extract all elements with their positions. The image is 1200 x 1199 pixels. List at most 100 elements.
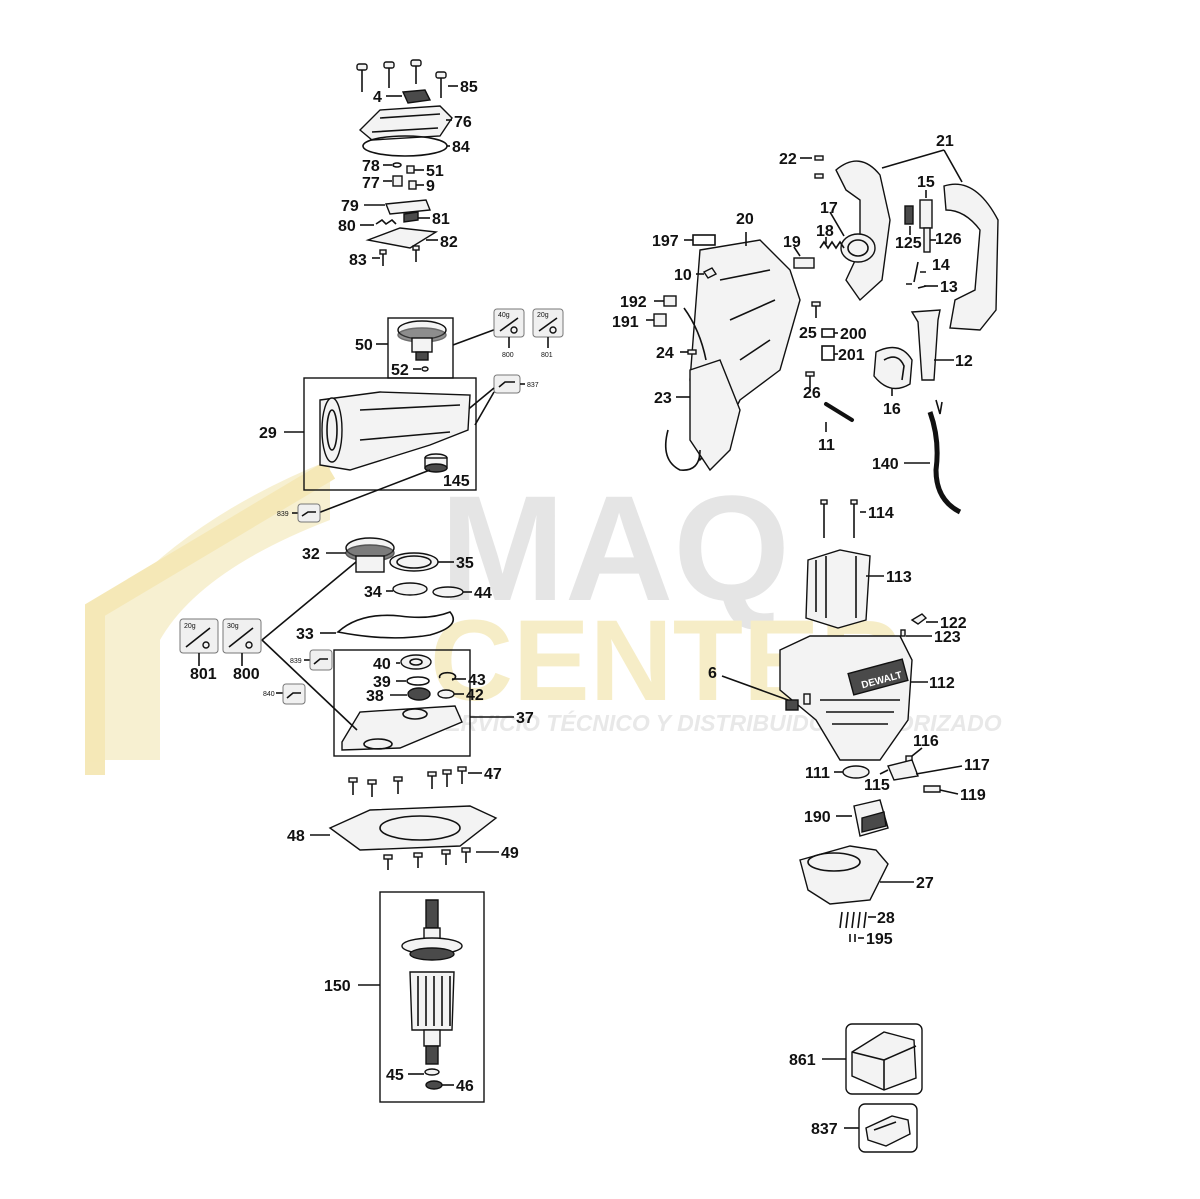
callout-29: 29 bbox=[259, 425, 277, 442]
callout-11: 11 bbox=[818, 437, 835, 454]
callout-85: 85 bbox=[460, 79, 478, 96]
callout-76: 76 bbox=[454, 114, 472, 131]
grease-kit-800-left: 30g 800 bbox=[222, 618, 262, 683]
brand-plate bbox=[847, 658, 909, 696]
callout-19: 19 bbox=[783, 234, 801, 251]
callout-192: 192 bbox=[620, 294, 647, 311]
armature-150: 150 45 46 bbox=[324, 891, 485, 1103]
callout-197: 197 bbox=[652, 233, 679, 250]
screw-28-group bbox=[839, 911, 867, 929]
callout-24: 24 bbox=[656, 345, 674, 362]
part-27-end-cap bbox=[799, 845, 889, 905]
callout-44: 44 bbox=[474, 585, 492, 602]
kit-weight-label: 20g bbox=[537, 312, 549, 319]
callout-191: 191 bbox=[612, 314, 639, 331]
callout-77: 77 bbox=[362, 175, 380, 192]
kit-code-label: 837 bbox=[527, 382, 539, 389]
kit-839-left: 839 bbox=[290, 649, 333, 671]
callout-78: 78 bbox=[362, 158, 380, 175]
callout-28: 28 bbox=[877, 910, 895, 927]
grease-kit-801-left: 20g 801 bbox=[179, 618, 219, 683]
callout-39: 39 bbox=[373, 674, 391, 691]
part-112-motor-housing bbox=[779, 635, 913, 761]
callout-48: 48 bbox=[287, 828, 305, 845]
callout-45: 45 bbox=[386, 1067, 404, 1084]
callout-4: 4 bbox=[373, 89, 382, 106]
callout-123: 123 bbox=[934, 629, 961, 646]
grease-kit-801-top: 20g 801 bbox=[532, 308, 564, 359]
screw-85-group bbox=[356, 59, 447, 98]
callout-34: 34 bbox=[364, 584, 382, 601]
kit-code-label: 800 bbox=[233, 666, 260, 683]
callout-122: 122 bbox=[940, 615, 967, 632]
callout-79: 79 bbox=[341, 198, 359, 215]
screw-49-group bbox=[383, 847, 471, 870]
kit-840-left: 840 bbox=[263, 683, 306, 705]
callout-200: 200 bbox=[840, 326, 867, 343]
callout-13: 13 bbox=[940, 279, 958, 296]
callout-10: 10 bbox=[674, 267, 692, 284]
callout-49: 49 bbox=[501, 845, 519, 862]
kit-code-label: 800 bbox=[502, 352, 514, 359]
part-84-seal bbox=[362, 135, 448, 157]
callout-47: 47 bbox=[484, 766, 502, 783]
callout-117: 117 bbox=[964, 757, 990, 774]
callout-43: 43 bbox=[468, 672, 486, 689]
watermark-line1: MAQ bbox=[440, 464, 790, 632]
part-113-stator bbox=[805, 549, 871, 629]
callout-9: 9 bbox=[426, 178, 435, 195]
callout-46: 46 bbox=[456, 1078, 474, 1095]
part-4 bbox=[401, 89, 432, 104]
callout-52: 52 bbox=[391, 362, 409, 379]
part-79 bbox=[385, 199, 431, 215]
top-cover-assembly: 85 4 76 84 78 51 77 9 79 81 80 82 bbox=[338, 59, 478, 269]
callout-837: 837 bbox=[811, 1121, 838, 1138]
callout-190: 190 bbox=[804, 809, 831, 826]
callout-119: 119 bbox=[960, 787, 986, 804]
screw-47-group bbox=[348, 766, 467, 797]
callout-861: 861 bbox=[789, 1052, 816, 1069]
callout-6: 6 bbox=[708, 665, 717, 682]
kit-837-top: 837 bbox=[464, 374, 539, 426]
callout-112: 112 bbox=[929, 675, 955, 692]
gear-50-assembly: 50 52 bbox=[355, 317, 508, 379]
callout-35: 35 bbox=[456, 555, 474, 572]
part-21-handle-half bbox=[835, 160, 891, 302]
callout-83: 83 bbox=[349, 252, 367, 269]
callout-81: 81 bbox=[432, 211, 450, 228]
callout-33: 33 bbox=[296, 626, 314, 643]
kit-code-label: 840 bbox=[263, 691, 275, 698]
callout-22: 22 bbox=[779, 151, 797, 168]
clutch-assembly: 32 35 34 44 33 40 39 43 38 42 37 bbox=[261, 537, 534, 757]
insert-837: 837 bbox=[811, 1103, 918, 1153]
grease-kit-800-top: 40g 800 bbox=[493, 308, 525, 359]
callout-25: 25 bbox=[799, 325, 817, 342]
callout-20: 20 bbox=[736, 211, 754, 228]
callout-21: 21 bbox=[936, 133, 954, 150]
kit-code-label: 801 bbox=[541, 352, 553, 359]
callout-150: 150 bbox=[324, 978, 351, 995]
kit-weight-label: 40g bbox=[498, 312, 510, 319]
motor-assembly: 114 113 122 123 DEWALT 112 6 116 117 111… bbox=[708, 499, 990, 948]
callout-17: 17 bbox=[820, 200, 838, 217]
callout-38: 38 bbox=[366, 688, 384, 705]
callout-125: 125 bbox=[895, 235, 922, 252]
callout-27: 27 bbox=[916, 875, 934, 892]
callout-18: 18 bbox=[816, 223, 834, 240]
bottom-plate-assembly: 47 48 49 bbox=[287, 766, 519, 870]
kit-839-top: 839 bbox=[277, 503, 321, 523]
part-21-handle-cover bbox=[943, 183, 999, 331]
callout-113: 113 bbox=[886, 569, 912, 586]
kit-weight-label: 30g bbox=[227, 623, 239, 630]
callout-40: 40 bbox=[373, 656, 391, 673]
callout-26: 26 bbox=[803, 385, 821, 402]
callout-51: 51 bbox=[426, 163, 444, 180]
callout-37: 37 bbox=[516, 710, 534, 727]
callout-32: 32 bbox=[302, 546, 320, 563]
callout-114: 114 bbox=[868, 505, 894, 522]
callout-111: 111 bbox=[805, 765, 830, 782]
callout-145: 145 bbox=[443, 473, 470, 490]
callout-84: 84 bbox=[452, 139, 470, 156]
